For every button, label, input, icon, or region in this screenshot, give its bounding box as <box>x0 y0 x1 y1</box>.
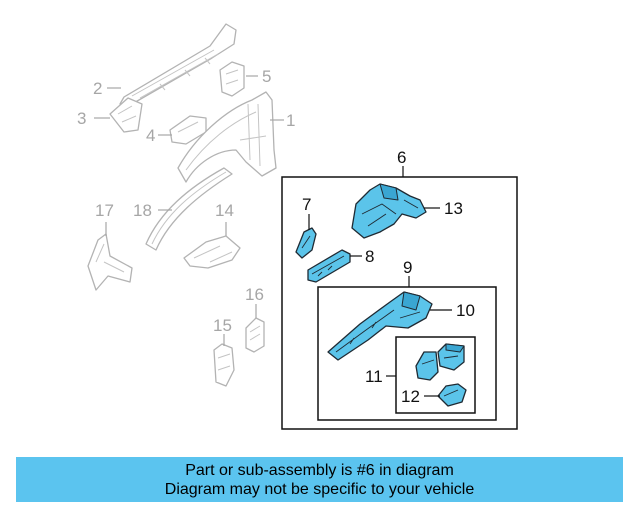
callout-4: 4 <box>146 126 155 145</box>
part-10-side-member <box>327 291 433 361</box>
part-5-bracket <box>219 61 245 97</box>
callout-1: 1 <box>286 111 295 130</box>
assembly-9-frame <box>317 286 497 421</box>
callout-2: 2 <box>93 79 102 98</box>
assembly-6-frame <box>281 176 518 430</box>
callout-5: 5 <box>262 67 271 86</box>
callout-13: 13 <box>444 199 463 218</box>
callout-11: 11 <box>365 367 383 386</box>
part-16-plate <box>245 317 265 353</box>
part-18-wheel-arch-rail <box>145 167 233 251</box>
part-8-rail-extension <box>307 249 351 283</box>
parts-diagram: 2 5 3 4 1 18 17 14 <box>77 23 518 430</box>
callout-14: 14 <box>215 201 234 220</box>
callout-10: 10 <box>456 301 475 320</box>
callout-3: 3 <box>77 109 86 128</box>
part-13-inner-wheelhouse <box>351 183 427 239</box>
part-17-pillar-bracket <box>87 233 133 291</box>
callout-12: 12 <box>401 387 420 406</box>
callout-18: 18 <box>133 201 152 220</box>
callout-7: 7 <box>302 195 311 214</box>
part-11-brackets <box>415 343 465 381</box>
callout-6: 6 <box>397 148 406 167</box>
assembly-11-frame <box>395 336 476 414</box>
banner-line-2: Diagram may not be specific to your vehi… <box>164 480 475 498</box>
part-7-bracket <box>295 227 317 259</box>
info-banner: Part or sub-assembly is #6 in diagram Di… <box>16 457 623 502</box>
part-12-gusset <box>437 383 467 407</box>
callout-16: 16 <box>245 285 264 304</box>
callout-15: 15 <box>213 316 232 335</box>
callout-17: 17 <box>95 201 114 220</box>
part-2-rail <box>119 23 237 105</box>
callout-9: 9 <box>403 258 412 277</box>
part-3-gusset <box>109 97 143 133</box>
part-1-quarter-panel <box>177 91 277 183</box>
part-14-floor-extension <box>183 235 241 269</box>
part-15-bracket <box>213 343 235 387</box>
banner-line-1: Part or sub-assembly is #6 in diagram <box>185 461 454 479</box>
callout-8: 8 <box>365 247 374 266</box>
